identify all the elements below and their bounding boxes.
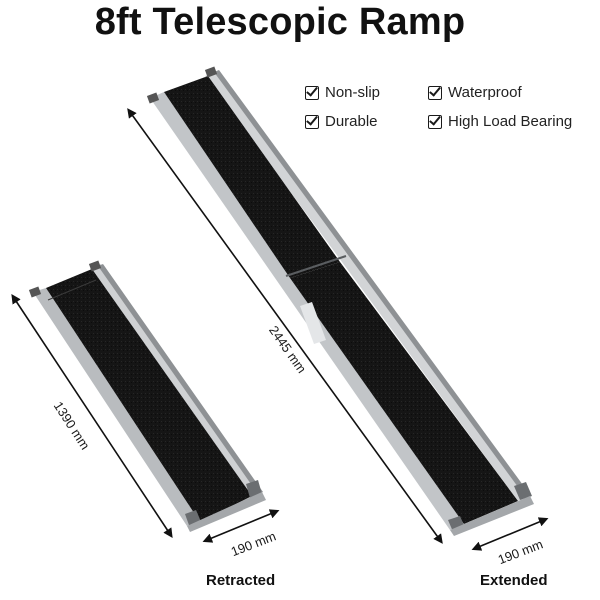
extended-width-label: 190 mm — [496, 536, 545, 567]
feature-label: Waterproof — [448, 84, 522, 101]
retracted-width-label: 190 mm — [229, 528, 278, 559]
feature-item: Waterproof — [428, 84, 522, 101]
width-dimension-line — [471, 517, 549, 551]
ramp-tread-surface — [290, 262, 518, 524]
feature-item: Non-slip — [305, 84, 380, 101]
feature-label: Non-slip — [325, 84, 381, 101]
feature-label: High Load Bearing — [448, 113, 573, 130]
checkbox-checked-icon — [305, 85, 319, 100]
ramp-tread-surface — [46, 269, 252, 522]
retracted-caption: Retracted — [206, 572, 276, 589]
extended-caption: Extended — [480, 572, 548, 589]
checkbox-checked-icon — [428, 85, 442, 100]
length-dimension-line — [127, 108, 443, 544]
page-title: 8ft Telescopic Ramp — [94, 1, 466, 43]
retracted-ramp — [28, 260, 266, 532]
ramp-tread-surface — [164, 76, 340, 278]
